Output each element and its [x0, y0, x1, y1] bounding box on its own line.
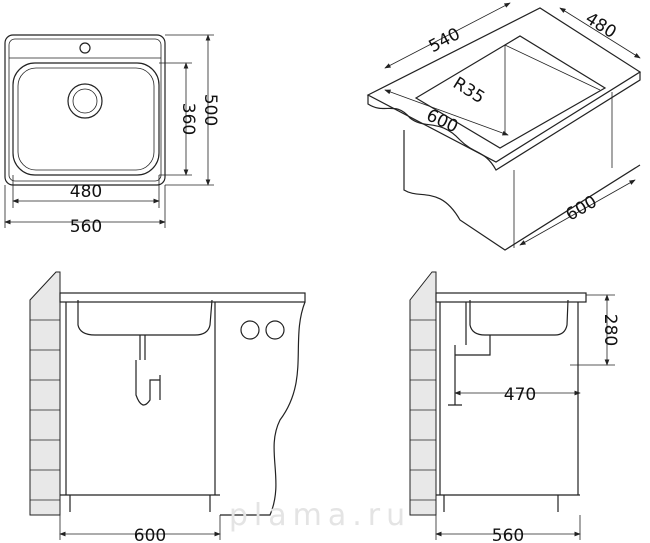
drain-icon: [67, 83, 103, 119]
front-view: 600: [29, 271, 306, 543]
dim-inner-depth: 360: [178, 103, 198, 135]
dim-bowl-depth: 280: [600, 314, 620, 346]
sink-bowl: [77, 299, 213, 336]
sink-outline: [4, 34, 166, 186]
dim-corner-radius: R35: [449, 73, 488, 108]
brick-wall: [29, 271, 61, 516]
siphon-side: [448, 302, 491, 406]
dim-sink-width: 540: [426, 24, 464, 57]
dim-cabinet-width: 600: [134, 526, 166, 543]
bowl-outline: [12, 62, 160, 176]
dim-side-cabinet-depth: 560: [492, 526, 524, 543]
side-view: 280 470 560: [409, 271, 620, 543]
watermark: plama.ru: [229, 498, 411, 533]
countertop-side: [435, 292, 587, 303]
tap-hole-icon: [79, 42, 91, 54]
dim-inner-width: 480: [70, 182, 102, 202]
dim-outer-width: 560: [70, 217, 102, 237]
siphon: [135, 335, 161, 406]
dim-drain-offset: 470: [504, 385, 536, 405]
dim-cabinet-depth: 600: [562, 192, 600, 226]
isometric-view: 540 480 R35 600 600: [366, 2, 642, 251]
dim-outer-depth: 500: [200, 94, 220, 126]
dim-countertop-width: 600: [423, 106, 461, 138]
brick-wall-side: [409, 271, 437, 516]
top-view: 480 560 360 500: [4, 34, 220, 237]
sink-bowl-side: [469, 299, 569, 336]
countertop: [59, 292, 306, 303]
cabinet-outline: [403, 130, 641, 251]
